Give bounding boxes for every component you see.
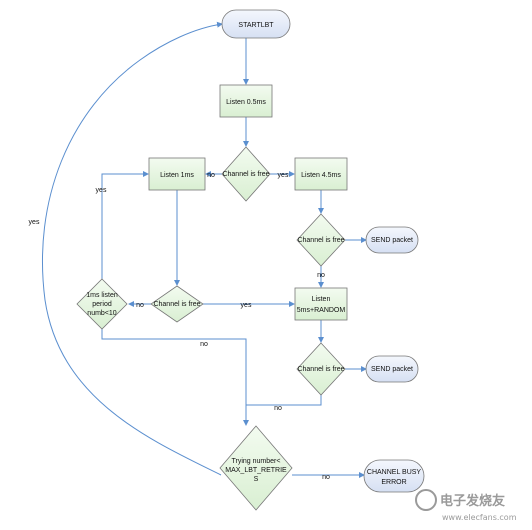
channel-free-decision-1: Channel is free	[221, 146, 271, 202]
cf1-label: Channel is free	[222, 171, 269, 178]
period-no-label: no	[200, 341, 208, 348]
cf3-no-label: no	[136, 302, 144, 309]
listen-05-label: Listen 0.5ms	[226, 99, 266, 106]
cf1-yes-label: yes	[278, 172, 289, 179]
trying-label-2: MAX_LBT_RETRIE	[225, 467, 287, 474]
cf3-yes-label: yes	[241, 302, 252, 309]
listen-random-box: Listen 5ms+RANDOM	[294, 287, 348, 321]
listen-period-decision: 1ms listen period numb<10	[76, 278, 128, 330]
period-label-3: numb<10	[87, 310, 116, 317]
period-label-1: 1ms listen	[86, 292, 118, 299]
watermark-text: 电子发烧友	[440, 493, 505, 509]
listen-45-label: Listen 4.5ms	[301, 172, 341, 179]
trying-yes-label: yes	[29, 219, 40, 226]
period-label-2: period	[92, 301, 112, 308]
send-packet-terminal-2: SEND packet	[365, 355, 419, 383]
cf1-no-label: no	[207, 172, 215, 179]
edge-cf4-trying	[246, 395, 322, 406]
cf2-label: Channel is free	[297, 237, 344, 244]
send-packet-terminal-1: SEND packet	[365, 226, 419, 254]
start-terminal: STARTLBT	[221, 9, 291, 39]
watermark-logo-icon	[415, 489, 437, 511]
listen-05-box: Listen 0.5ms	[219, 84, 273, 118]
listen-rand-label-1: Listen	[312, 296, 331, 303]
period-yes-label: yes	[96, 187, 107, 194]
edge-trying-start	[41, 21, 223, 476]
cf4-label: Channel is free	[297, 366, 344, 373]
listen-1-box: Listen 1ms	[148, 157, 206, 191]
edge-period-listen1	[101, 171, 149, 279]
retry-limit-decision: Trying number< MAX_LBT_RETRIE S	[219, 425, 293, 511]
busy-label-2: ERROR	[381, 479, 406, 486]
trying-label-3: S	[254, 476, 259, 483]
edge-labels: no yes yes no no yes no no yes no	[29, 172, 330, 481]
listen-45-box: Listen 4.5ms	[294, 157, 348, 191]
cf3-label: Channel is free	[153, 301, 200, 308]
cf4-no-label: no	[274, 405, 282, 412]
edge-period-trying	[101, 328, 249, 426]
cf2-no-label: no	[317, 272, 325, 279]
channel-busy-error-terminal: CHANNEL BUSY ERROR	[363, 459, 425, 493]
busy-label-1: CHANNEL BUSY	[367, 469, 422, 476]
channel-free-decision-2: Channel is free	[296, 213, 346, 267]
channel-free-decision-4: Channel is free	[296, 342, 346, 396]
send-1-label: SEND packet	[371, 237, 413, 244]
start-label: STARTLBT	[238, 22, 274, 29]
connectors	[41, 21, 367, 478]
listen-1-label: Listen 1ms	[160, 172, 194, 179]
trying-label-1: Trying number<	[232, 458, 281, 465]
listen-rand-label-2: 5ms+RANDOM	[297, 307, 346, 314]
watermark-url: www.elecfans.com	[442, 513, 517, 522]
send-2-label: SEND packet	[371, 366, 413, 373]
channel-free-decision-3: Channel is free	[150, 285, 204, 323]
trying-no-label: no	[322, 474, 330, 481]
watermark: 电子发烧友 www.elecfans.com	[415, 489, 517, 522]
